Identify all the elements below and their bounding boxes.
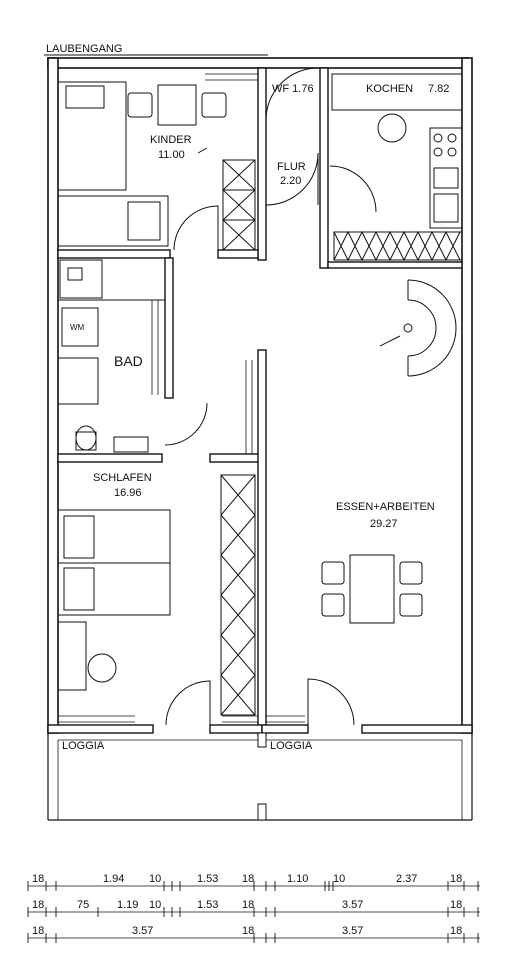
schlafen-furniture: [57, 509, 171, 691]
schlafen-label: SCHLAFEN: [93, 472, 152, 484]
dim-value: 18: [32, 873, 44, 885]
kochen-area: 7.82: [428, 83, 449, 95]
dim-value: 1.10: [287, 873, 308, 885]
dim-value: 18: [450, 899, 462, 911]
radiators: [58, 73, 305, 723]
inner-walls: [47, 67, 473, 736]
dim-value: 18: [32, 925, 44, 937]
dim-value: 3.57: [342, 925, 363, 937]
wm-label: WM: [70, 323, 85, 332]
dim-value: 18: [242, 899, 254, 911]
kochen-furniture: [331, 73, 463, 262]
bad-label: BAD: [114, 353, 143, 369]
dimension-row-3: 18 3.57 18 3.57 18: [32, 925, 462, 937]
loggia-left-label: LOGGIA: [62, 740, 105, 752]
wf-label: WF 1.76: [272, 83, 314, 95]
schlafen-area: 16.96: [114, 487, 142, 499]
flur-area: 2.20: [280, 175, 301, 187]
kinder-label: KINDER: [150, 134, 192, 146]
dimension-row-2: 18 75 1.19 10 1.53 18 3.57 18: [32, 899, 462, 911]
dim-value: 10: [149, 873, 161, 885]
essen-area: 29.27: [370, 518, 398, 530]
laubengang-label: LAUBENGANG: [46, 43, 122, 55]
dim-value: 18: [32, 899, 44, 911]
dim-value: 18: [450, 873, 462, 885]
dim-value: 1.53: [197, 899, 218, 911]
dimension-row-1: 18 1.94 10 1.53 18 1.10 10 2.37 18: [32, 873, 462, 885]
bad-furniture: [57, 259, 165, 453]
flur-label: FLUR: [277, 161, 306, 173]
dim-value: 18: [242, 925, 254, 937]
dim-value: 3.57: [132, 925, 153, 937]
loggia-right-label: LOGGIA: [270, 740, 313, 752]
dim-value: 2.37: [396, 873, 417, 885]
wardrobe-schlafen: [220, 474, 256, 716]
dim-value: 1.94: [103, 873, 124, 885]
dim-value: 1.19: [117, 899, 138, 911]
dim-value: 18: [450, 925, 462, 937]
dim-value: 3.57: [342, 899, 363, 911]
wardrobe-kinder: [222, 159, 256, 251]
dim-value: 10: [333, 873, 345, 885]
essen-label: ESSEN+ARBEITEN: [336, 501, 435, 513]
dim-value: 75: [77, 899, 89, 911]
doors: [164, 67, 377, 726]
kochen-label: KOCHEN: [366, 83, 413, 95]
dim-value: 10: [149, 899, 161, 911]
kinder-furniture: [57, 81, 227, 247]
dim-value: 18: [242, 873, 254, 885]
essen-furniture: [321, 279, 457, 624]
dim-value: 1.53: [197, 873, 218, 885]
loggia: [47, 732, 473, 821]
kinder-area: 11.00: [158, 149, 185, 161]
